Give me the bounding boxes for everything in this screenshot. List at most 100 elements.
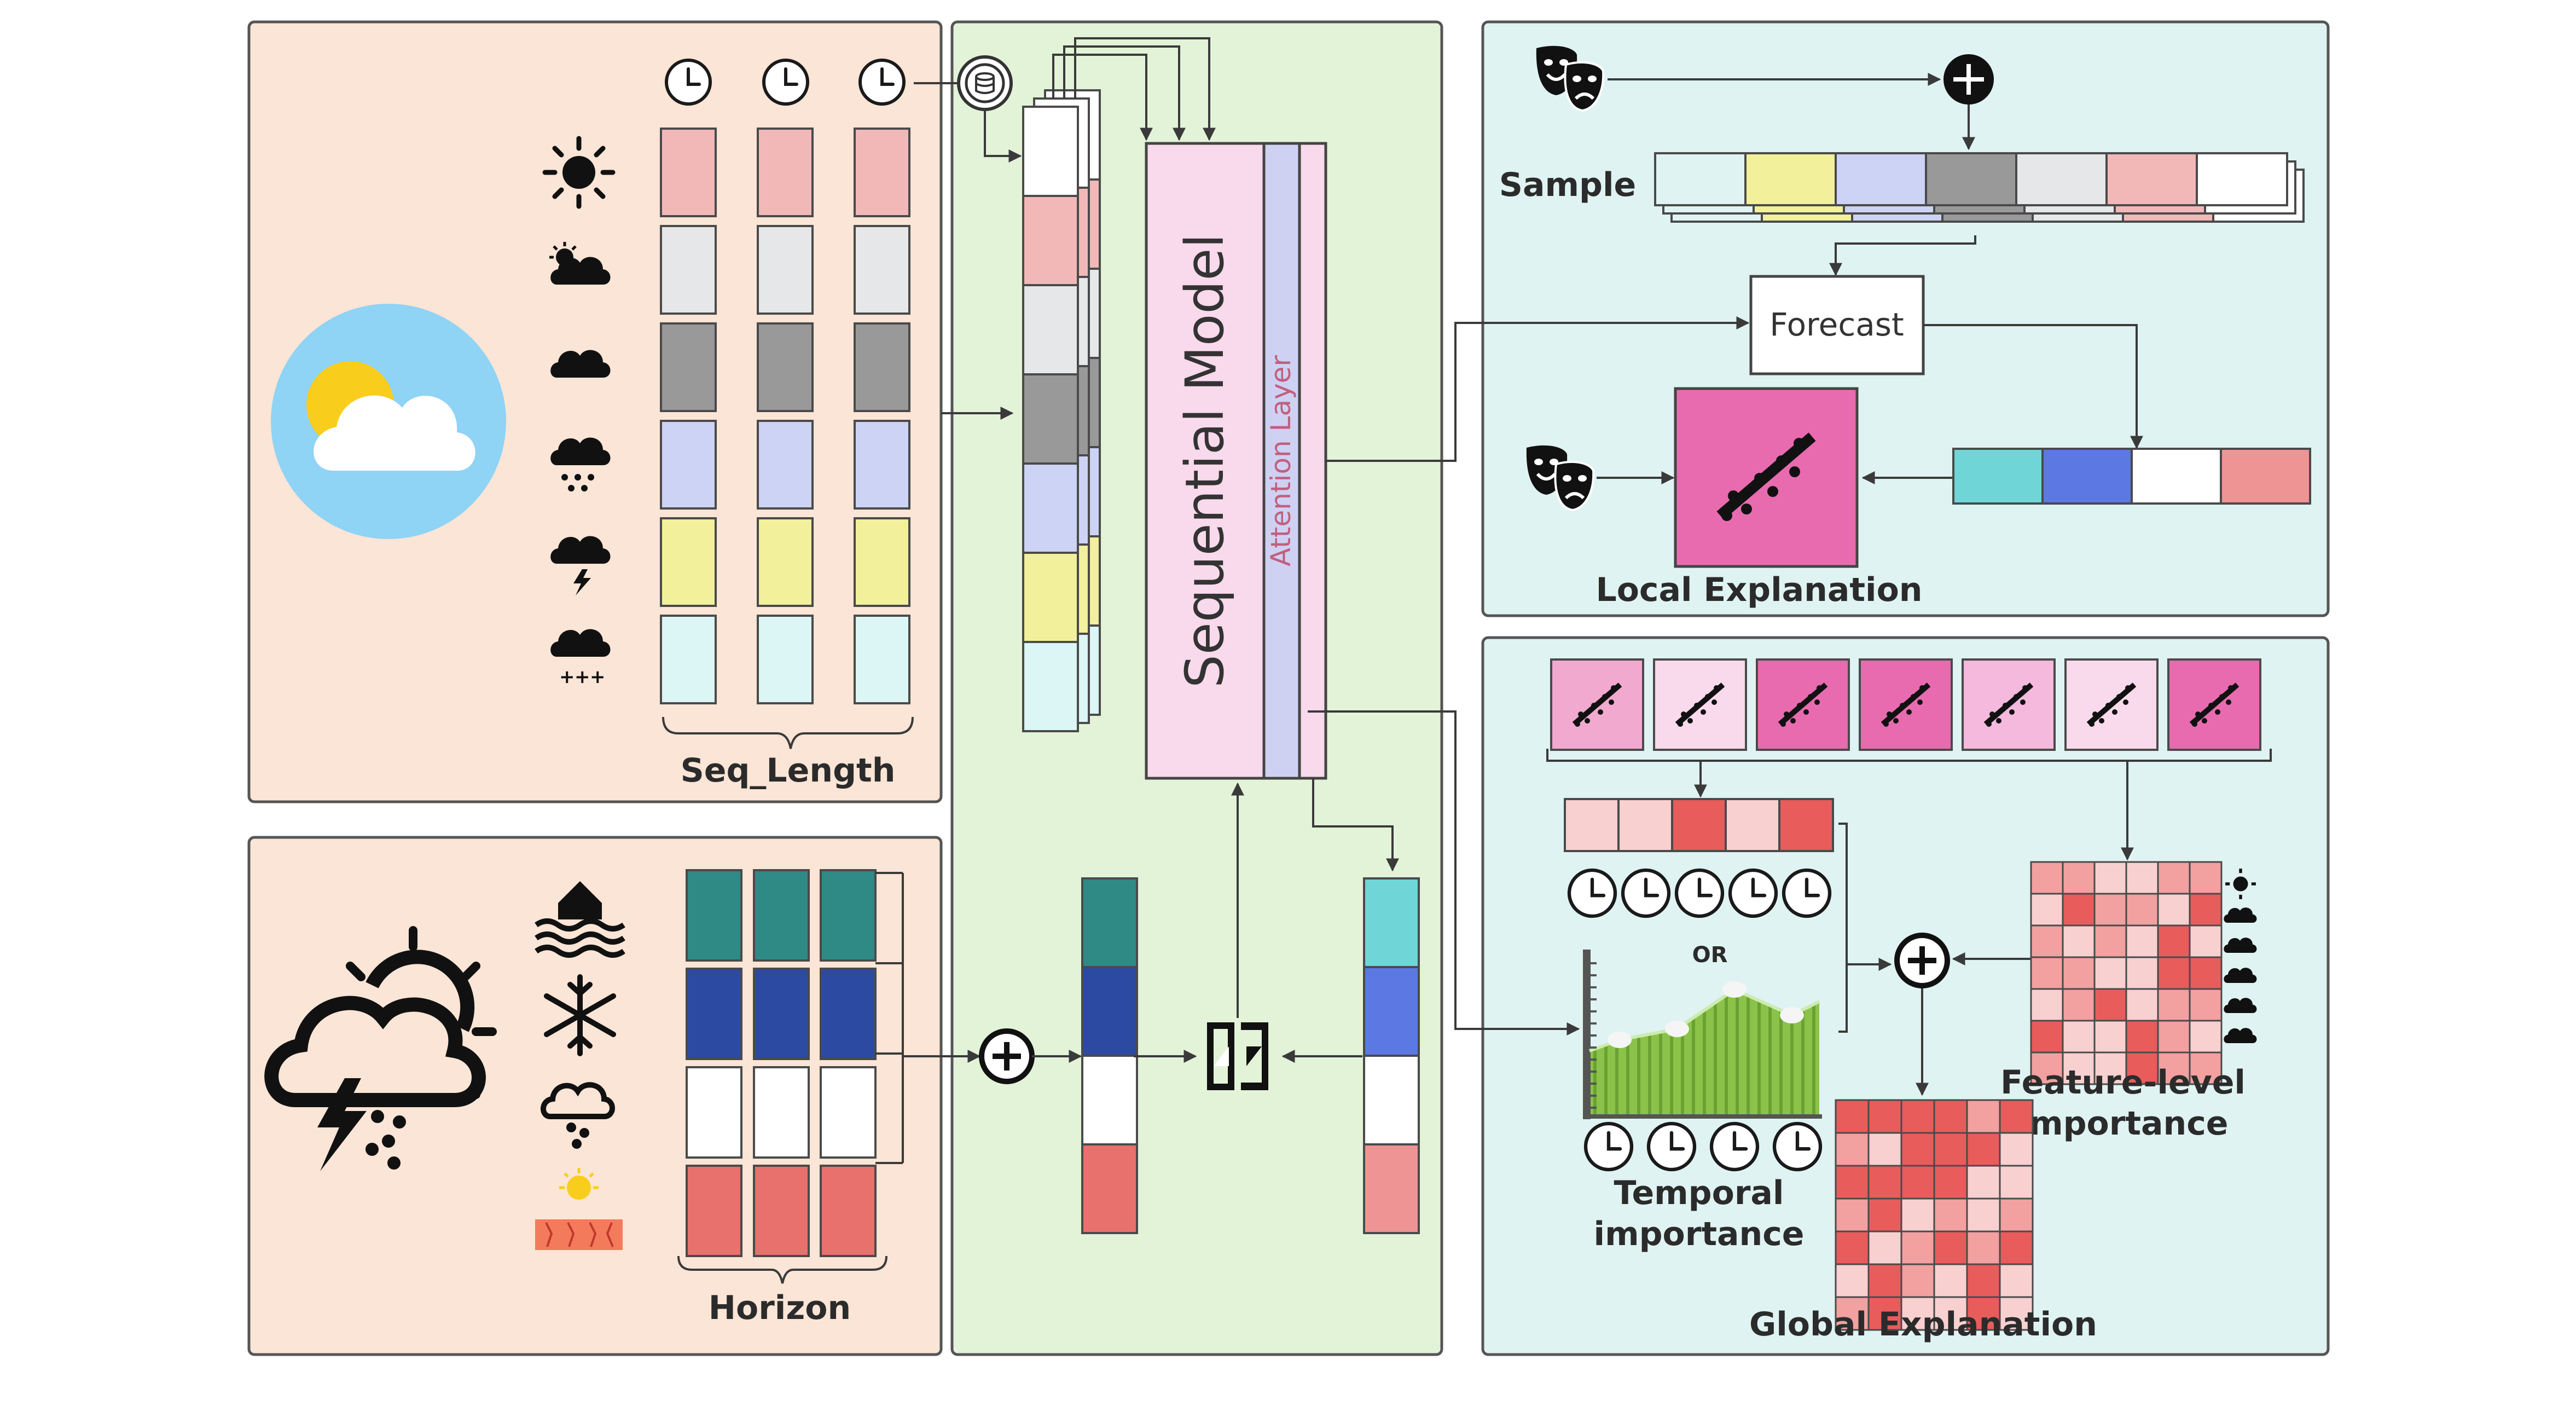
sun-icon xyxy=(542,136,616,209)
output-cell xyxy=(1363,1055,1420,1145)
heatmap-cell xyxy=(2157,1020,2191,1054)
output-cell xyxy=(1363,1143,1420,1234)
clock-icon xyxy=(1649,1124,1695,1170)
svg-text:+: + xyxy=(575,666,590,688)
temporal-cell xyxy=(1725,798,1780,852)
heatmap-cell xyxy=(2157,988,2191,1022)
heatmap-cell xyxy=(1900,1165,1935,1200)
storm-sun-icon xyxy=(264,926,497,1171)
temporal-importance-label-1: Temporal xyxy=(1614,1174,1784,1212)
heatmap-cell xyxy=(1966,1165,2001,1200)
heatmap-cell xyxy=(2030,1020,2064,1054)
heatmap-cell xyxy=(1999,1230,2034,1265)
sample-cell xyxy=(2015,152,2108,206)
heatmap-cell xyxy=(2125,1051,2159,1085)
clock-icon xyxy=(1623,870,1669,916)
feature-cell xyxy=(854,615,910,704)
horizon-cell xyxy=(820,1165,877,1257)
heatmap-cell xyxy=(2093,1020,2127,1054)
feature-cell xyxy=(660,615,717,704)
heatmap-cell xyxy=(1999,1165,2034,1200)
global-explanation-heatmap xyxy=(1835,1099,2034,1331)
heatmap-cell xyxy=(1933,1230,1968,1265)
forecast-value-cell xyxy=(2220,448,2311,505)
sequence-cell xyxy=(1022,284,1079,375)
feature-cell xyxy=(854,517,910,607)
horizon-cell xyxy=(686,1165,742,1257)
feature-importance-heatmap xyxy=(2030,861,2223,1085)
heatmap-cell xyxy=(1966,1230,2001,1265)
feature-cell xyxy=(854,128,910,217)
clock-icon xyxy=(764,60,808,104)
heatmap-cell xyxy=(1835,1296,1870,1331)
heatmap-cell xyxy=(2125,893,2159,927)
plus-icon xyxy=(1943,54,1994,105)
feature-cell xyxy=(757,128,814,217)
horizon-cell xyxy=(753,968,810,1060)
embedded-sequence-stack xyxy=(1022,89,1101,732)
forecast-value-cell xyxy=(2041,448,2133,505)
heatmap-cell xyxy=(2125,861,2159,895)
heatmap-cell xyxy=(2030,861,2064,895)
heatmap-cell xyxy=(1966,1263,2001,1298)
forecast-label: Forecast xyxy=(1769,306,1904,343)
clock-icon xyxy=(1730,870,1776,916)
clock-icon xyxy=(1569,870,1615,916)
horizon-cell xyxy=(753,869,810,962)
clock-icon xyxy=(1784,870,1830,916)
heatmap-cell xyxy=(2157,924,2191,958)
forecast-value-cell xyxy=(1952,448,2044,505)
heatmap-cell xyxy=(1933,1296,1968,1331)
temporal-cell xyxy=(1617,798,1673,852)
heatmap-cell xyxy=(1966,1197,2001,1233)
hail-icon xyxy=(541,1082,615,1149)
heatmap-cell xyxy=(2030,956,2064,990)
snow-cloud-icon: +++ xyxy=(550,629,611,688)
feature-cell xyxy=(854,322,910,412)
database-icon xyxy=(957,55,1013,111)
feature-importance-label-1: Feature-level xyxy=(2000,1063,2246,1102)
weather-logo-icon xyxy=(271,304,506,539)
forecast-output-vector xyxy=(1363,877,1420,1234)
future-cell xyxy=(1081,1143,1138,1234)
feature-cell xyxy=(757,420,814,510)
feature-cell xyxy=(757,322,814,412)
heatmap-cell xyxy=(2062,956,2096,990)
snowflake-icon xyxy=(544,974,616,1056)
heatmap-cell xyxy=(1900,1263,1935,1298)
heatmap-cell xyxy=(1900,1132,1935,1167)
rain-icon xyxy=(550,437,611,491)
future-covariates-vector xyxy=(1081,877,1138,1234)
heatmap-cell xyxy=(2189,924,2223,958)
feature-cell xyxy=(757,517,814,607)
plus-icon xyxy=(979,1028,1035,1084)
heatmap-cell xyxy=(2189,1020,2223,1054)
sequence-cell xyxy=(1022,373,1079,465)
heatmap-cell xyxy=(1900,1230,1935,1265)
horizon-cell xyxy=(753,1165,810,1257)
seq-length-label: Seq_Length xyxy=(681,751,896,790)
sample-label: Sample xyxy=(1499,166,1636,204)
heatmap-cell xyxy=(2093,924,2127,958)
heatmap-cell xyxy=(1933,1132,1968,1167)
temporal-importance-row xyxy=(1564,798,1834,852)
heatmap-cell xyxy=(1867,1230,1902,1265)
heatmap-cell xyxy=(1999,1263,2034,1298)
heatmap-cell xyxy=(2030,893,2064,927)
horizon-cell xyxy=(686,968,742,1060)
sequence-cell xyxy=(1022,641,1079,732)
feature-cell xyxy=(660,322,717,412)
heatmap-cell xyxy=(2125,1020,2159,1054)
heatmap-cell xyxy=(1867,1132,1902,1167)
heatmap-cell xyxy=(2062,924,2096,958)
plus-icon xyxy=(1894,933,1950,988)
forecast-value-cell xyxy=(2131,448,2222,505)
feature-importance-label-2: importance xyxy=(2018,1104,2229,1143)
horizon-cell xyxy=(686,1066,742,1159)
heatmap-cell xyxy=(1835,1165,1870,1200)
clock-icon xyxy=(860,60,904,104)
sequence-cell xyxy=(1022,106,1079,197)
feature-weather-icons xyxy=(2224,869,2257,1043)
heatmap-cell xyxy=(2157,1051,2191,1085)
